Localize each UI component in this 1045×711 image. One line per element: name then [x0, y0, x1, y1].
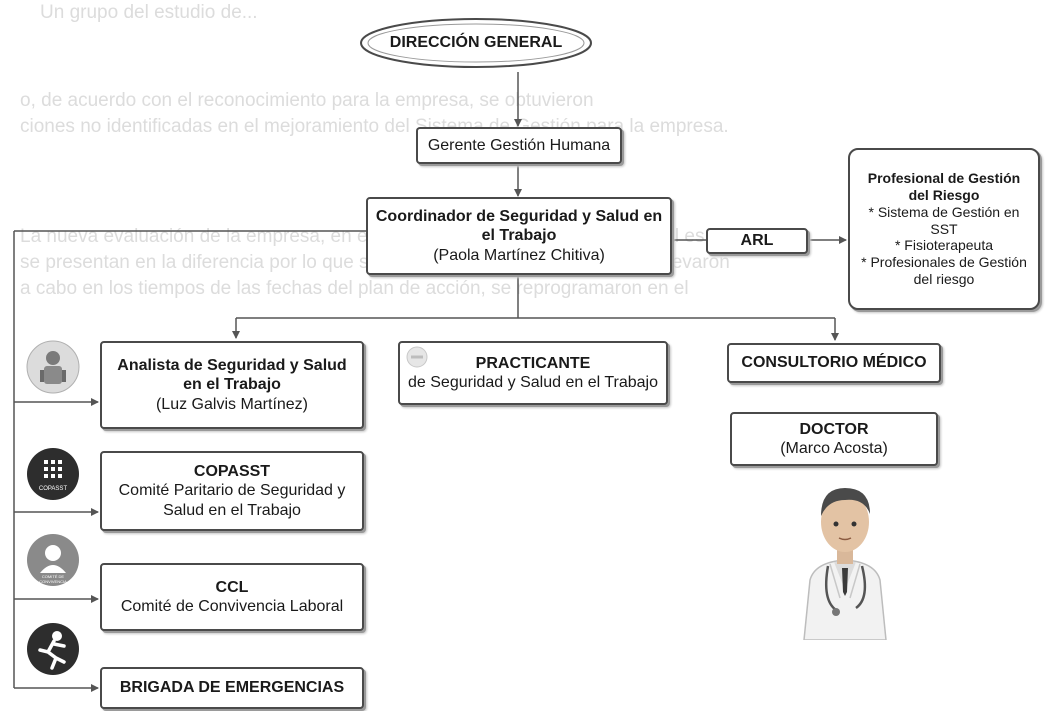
- node-ccl: CCL Comité de Convivencia Laboral: [100, 563, 364, 631]
- node-direccion-general: DIRECCIÓN GENERAL: [358, 16, 594, 70]
- background-text-line: a cabo en los tiempos de las fechas del …: [20, 278, 689, 299]
- node-profesional-riesgo: Profesional de Gestión del Riesgo * Sist…: [848, 148, 1040, 310]
- ellipse-shape: [360, 18, 592, 68]
- node-ccl-title: CCL: [215, 578, 249, 596]
- node-analista: Analista de Seguridad y Salud en el Trab…: [100, 341, 364, 429]
- node-practicante-title: PRACTICANTE: [475, 354, 591, 372]
- node-ccl-subtitle: Comité de Convivencia Laboral: [120, 598, 344, 615]
- worker-icon: [26, 340, 80, 394]
- node-brigada: BRIGADA DE EMERGENCIAS: [100, 667, 364, 709]
- node-direccion-general-label: DIRECCIÓN GENERAL: [389, 34, 563, 51]
- node-analista-title-2: en el Trabajo: [183, 376, 281, 394]
- no-entry-icon: [406, 346, 428, 368]
- doctor-illustration: [803, 488, 887, 640]
- node-consultorio: CONSULTORIO MÉDICO: [727, 343, 941, 383]
- node-doctor-title: DOCTOR: [799, 420, 869, 438]
- node-practicante: PRACTICANTE de Seguridad y Salud en el T…: [398, 341, 668, 405]
- person-icon: COMITÉ DE CONVIVENCIA: [27, 534, 79, 586]
- node-consultorio-label: CONSULTORIO MÉDICO: [741, 354, 927, 372]
- node-copasst-line-1: Comité Paritario de Seguridad y: [118, 482, 346, 500]
- node-doctor: DOCTOR (Marco Acosta): [730, 412, 938, 466]
- background-text-line: o, de acuerdo con el reconocimiento para…: [20, 90, 594, 111]
- node-profesional-title-1: Profesional de Gestión: [867, 170, 1021, 187]
- node-profesional-item-2: * Fisioterapeuta: [894, 237, 994, 254]
- node-practicante-subtitle: de Seguridad y Salud en el Trabajo: [408, 374, 658, 391]
- node-gerente-label: Gerente Gestión Humana: [427, 136, 611, 154]
- copasst-grid-icon: COPASST: [27, 448, 79, 500]
- background-text-line: Un grupo del estudio de...: [40, 2, 258, 23]
- node-copasst-line-2: Salud en el Trabajo: [163, 501, 301, 519]
- node-profesional-item-3b: del riesgo: [913, 270, 975, 287]
- copasst-icon-caption: COPASST: [39, 486, 68, 492]
- node-arl-label: ARL: [740, 232, 774, 250]
- node-analista-title-1: Analista de Seguridad y Salud: [117, 357, 347, 375]
- node-profesional-item-3a: * Profesionales de Gestión: [861, 254, 1027, 271]
- node-arl: ARL: [706, 228, 808, 254]
- node-copasst: COPASST Comité Paritario de Seguridad y …: [100, 451, 364, 531]
- node-coordinador-title-2: el Trabajo: [481, 227, 557, 245]
- node-profesional-item-1b: SST: [930, 220, 958, 237]
- running-person-icon: [27, 623, 79, 675]
- node-analista-name: (Luz Galvis Martínez): [155, 395, 309, 413]
- node-gerente: Gerente Gestión Humana: [416, 127, 622, 164]
- node-doctor-name: (Marco Acosta): [780, 440, 888, 457]
- node-profesional-title-2: del Riesgo: [908, 187, 980, 203]
- node-copasst-title: COPASST: [193, 463, 271, 481]
- ccl-icon-caption-2: CONVIVENCIA: [39, 579, 67, 584]
- ccl-icon-caption-1: COMITÉ DE: [42, 574, 65, 579]
- node-coordinador-title-1: Coordinador de Seguridad y Salud en: [375, 208, 663, 226]
- node-brigada-label: BRIGADA DE EMERGENCIAS: [119, 679, 345, 697]
- node-coordinador: Coordinador de Seguridad y Salud en el T…: [366, 197, 672, 275]
- node-profesional-item-1a: * Sistema de Gestión en: [868, 203, 1020, 220]
- node-coordinador-name: (Paola Martínez Chitiva): [433, 246, 605, 264]
